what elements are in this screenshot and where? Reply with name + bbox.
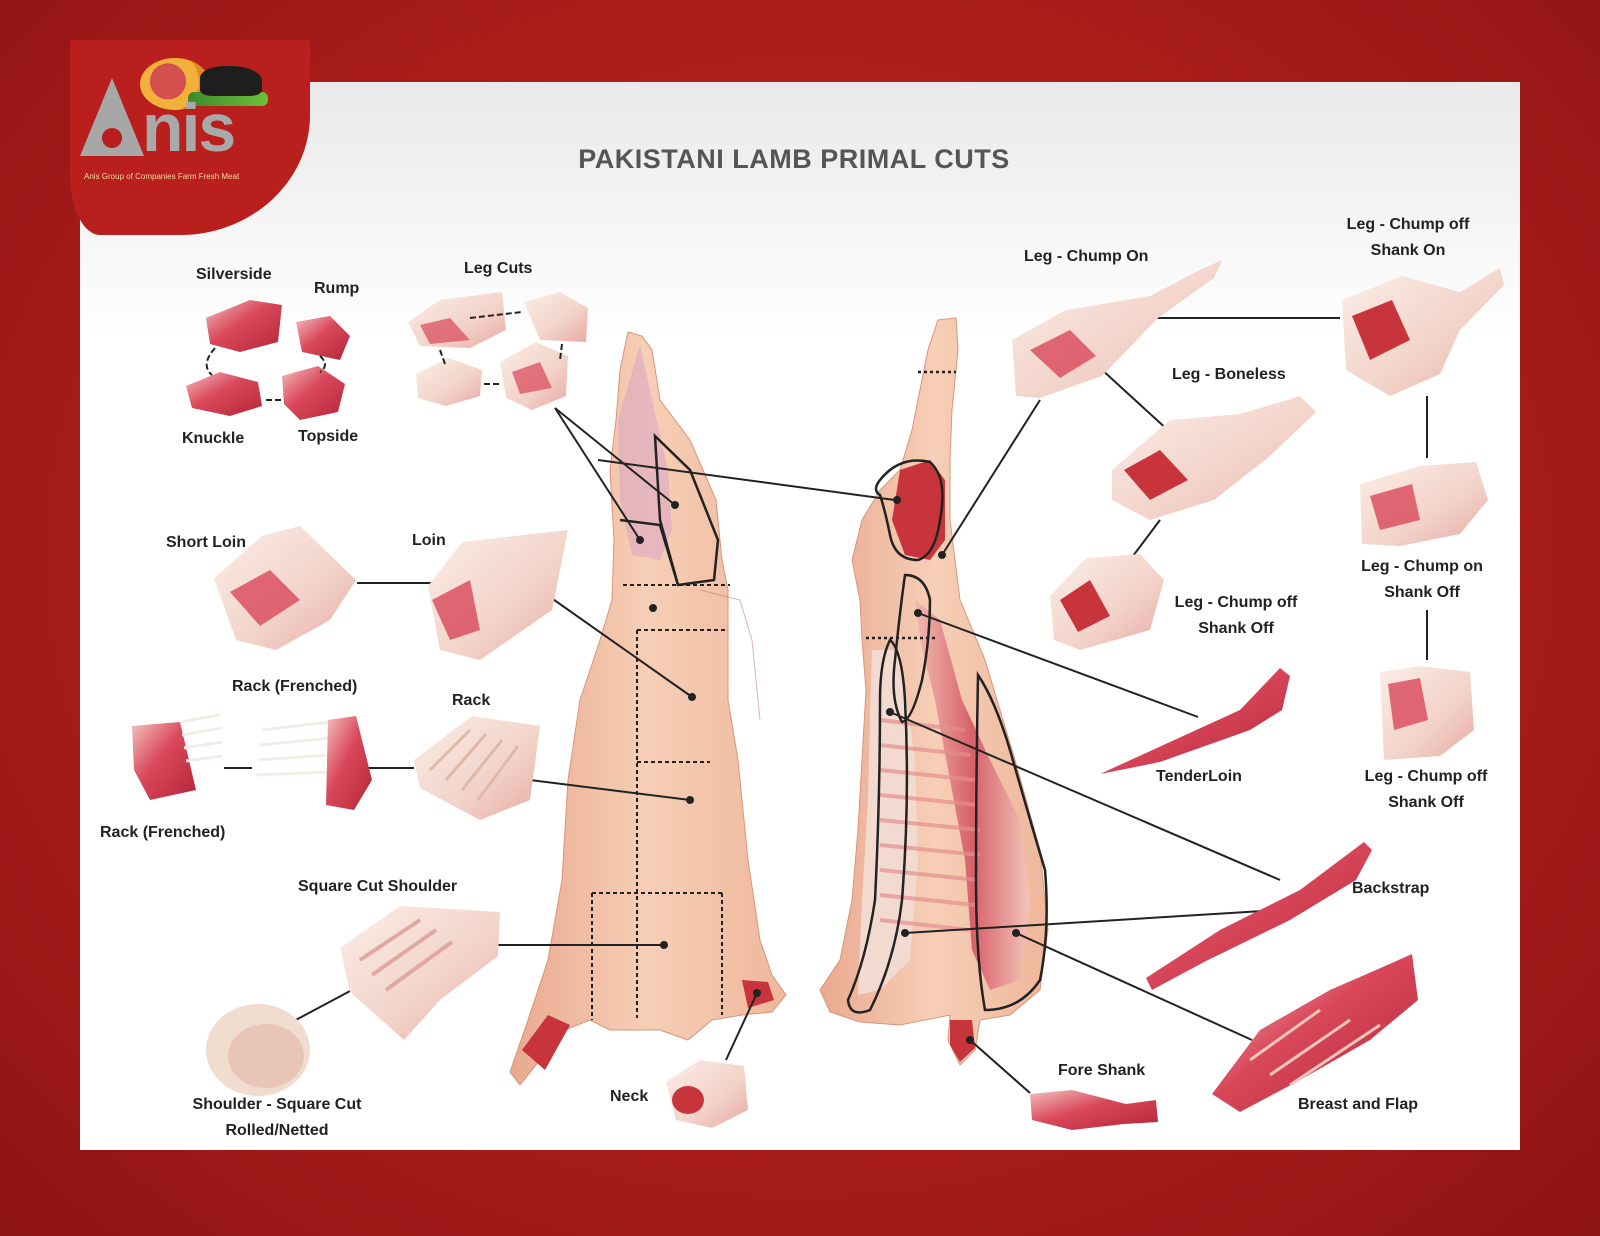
label-leg-chump-off-shank-off-right-line1: Leg - Chump off xyxy=(1364,768,1488,785)
leg-chump-on-cut xyxy=(1012,260,1222,398)
rump-cut xyxy=(296,316,350,360)
logo-wordmark: nis xyxy=(142,90,236,166)
breast-and-flap-cut xyxy=(1212,954,1418,1112)
page-title: PAKISTANI LAMB PRIMAL CUTS xyxy=(578,144,1010,174)
rack-frenched-left-cut xyxy=(132,713,223,800)
label-rack: Rack xyxy=(452,692,491,709)
leg-cut-b xyxy=(524,292,588,342)
loin-cut xyxy=(428,530,568,660)
bull-icon xyxy=(200,66,262,96)
outer-cut-lines xyxy=(591,584,730,1020)
rack-cut xyxy=(414,716,540,820)
label-rack-frenched-bottom: Rack (Frenched) xyxy=(100,824,226,841)
label-rump: Rump xyxy=(314,280,360,297)
inner-cut-outlines xyxy=(846,459,1048,1014)
tenderloin-cut xyxy=(1100,668,1290,774)
label-loin: Loin xyxy=(412,532,446,549)
carcass-outer xyxy=(509,331,787,1086)
shoulder-rolled-cut xyxy=(206,1004,310,1096)
leg-chump-off-shank-on-cut xyxy=(1342,268,1504,396)
logo-tagline: Anis Group of Companies Farm Fresh Meat xyxy=(84,172,240,181)
square-cut-shoulder-cut xyxy=(340,906,500,1040)
carcass-inner xyxy=(819,317,1049,1066)
leg-chump-on-shank-off-cut xyxy=(1360,462,1488,546)
label-leg-chump-off-shank-off-right-line2: Shank Off xyxy=(1388,794,1464,811)
leg-cut-d xyxy=(500,342,568,410)
label-leg-chump-off-shank-on-line1: Leg - Chump off xyxy=(1346,216,1470,233)
label-rack-frenched-top: Rack (Frenched) xyxy=(232,678,358,695)
label-leg-chump-off-shank-on-line2: Shank On xyxy=(1370,242,1446,259)
leg-cut-a xyxy=(408,292,506,348)
silverside-cut xyxy=(206,300,282,352)
leg-chump-off-shank-off-right-cut xyxy=(1380,666,1474,760)
fore-shank-cut xyxy=(1030,1090,1158,1130)
backstrap-cut xyxy=(1146,842,1372,990)
label-leg-chump-off-shank-off-mid-line2: Shank Off xyxy=(1198,620,1274,637)
label-leg-chump-off-shank-off-mid-line1: Leg - Chump off xyxy=(1174,594,1298,611)
label-shoulder-rolled-line1: Shoulder - Square Cut xyxy=(192,1096,362,1113)
label-square-cut-shoulder: Square Cut Shoulder xyxy=(298,878,458,895)
label-backstrap: Backstrap xyxy=(1352,880,1430,897)
label-topside: Topside xyxy=(298,428,359,445)
rack-frenched-mid-cut xyxy=(255,716,372,810)
label-fore-shank: Fore Shank xyxy=(1058,1062,1146,1079)
leg-cut-c xyxy=(416,358,482,406)
label-leg-chump-on: Leg - Chump On xyxy=(1024,248,1149,265)
label-leg-cuts: Leg Cuts xyxy=(464,260,533,277)
leg-chump-off-shank-off-mid-cut xyxy=(1050,554,1164,650)
label-leg-chump-on-shank-off-line1: Leg - Chump on xyxy=(1361,558,1483,575)
label-short-loin: Short Loin xyxy=(166,534,246,551)
connector-dots xyxy=(636,496,1020,1044)
short-loin-cut xyxy=(214,526,356,650)
label-leg-chump-on-shank-off-line2: Shank Off xyxy=(1384,584,1460,601)
neck-cut xyxy=(666,1060,748,1128)
label-tenderloin: TenderLoin xyxy=(1156,768,1242,785)
label-knuckle: Knuckle xyxy=(182,430,245,447)
topside-cut xyxy=(282,366,345,420)
label-leg-boneless: Leg - Boneless xyxy=(1172,366,1286,383)
label-breast-and-flap: Breast and Flap xyxy=(1298,1096,1419,1113)
cut-connector-ring xyxy=(205,347,326,401)
leader-lines xyxy=(224,317,1428,1094)
label-shoulder-rolled-line2: Rolled/Netted xyxy=(225,1122,329,1139)
logo-letter-a-counter xyxy=(102,128,122,148)
label-silverside: Silverside xyxy=(196,266,272,283)
label-neck: Neck xyxy=(610,1088,649,1105)
leg-boneless-cut xyxy=(1112,396,1316,520)
knuckle-cut xyxy=(186,372,262,416)
inner-dashed-lines xyxy=(866,370,956,640)
